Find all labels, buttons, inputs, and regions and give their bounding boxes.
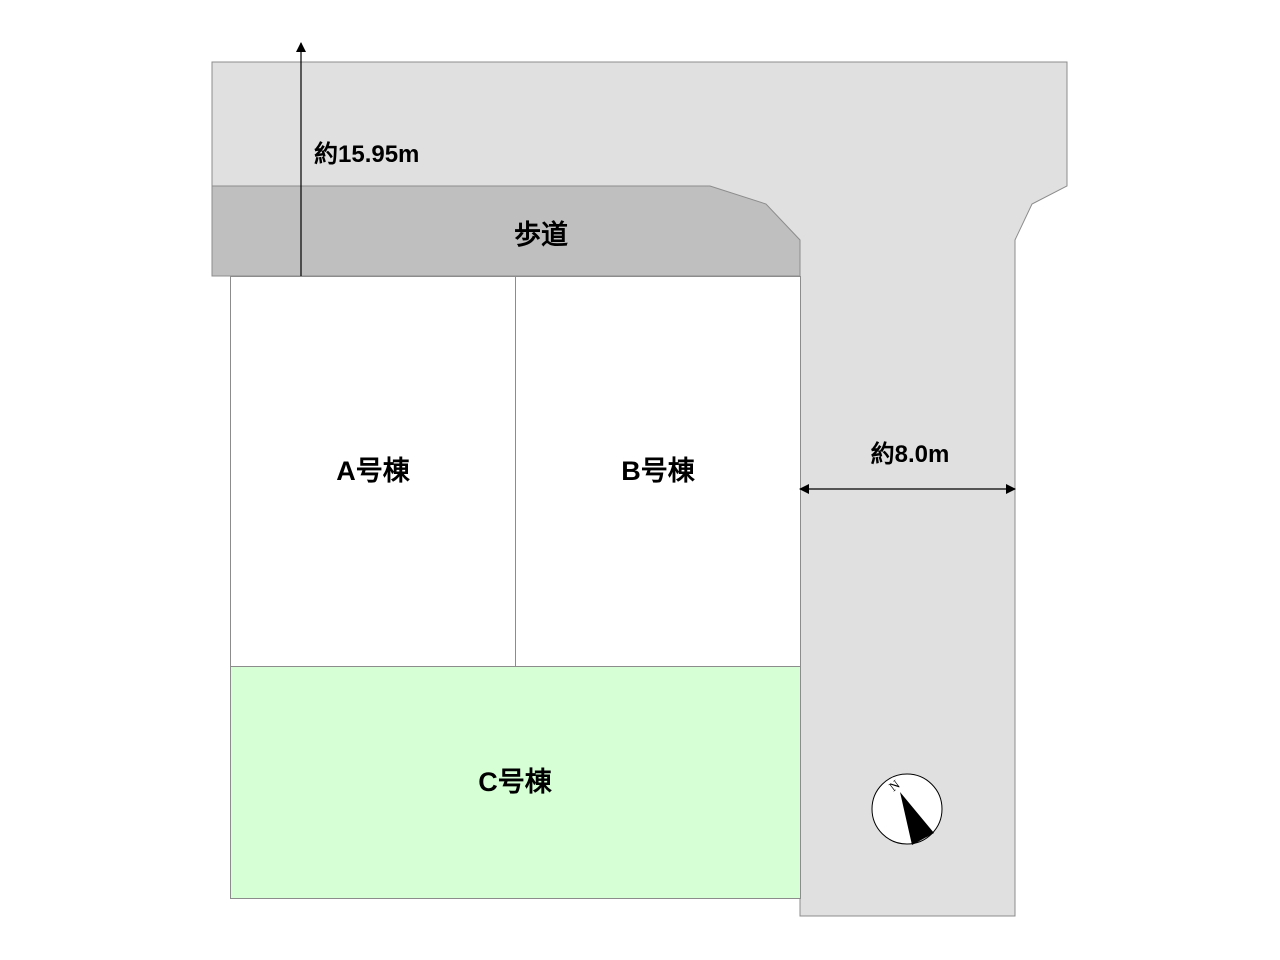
north-arrow-compass-icon: N — [871, 773, 943, 845]
sidewalk-area — [211, 185, 801, 277]
lot-a-label: A号棟 — [336, 456, 410, 486]
lot-c[interactable] — [230, 666, 801, 899]
lot-c-label: C号棟 — [478, 767, 552, 797]
sidewalk-label: 歩道 — [514, 219, 568, 250]
lot-b[interactable] — [515, 276, 801, 667]
top-road-width-label: 約15.95m — [314, 140, 419, 168]
right-road-width-label: 約8.0m — [871, 440, 950, 468]
lot-b-label: B号棟 — [621, 456, 695, 486]
lot-a[interactable] — [230, 276, 516, 667]
